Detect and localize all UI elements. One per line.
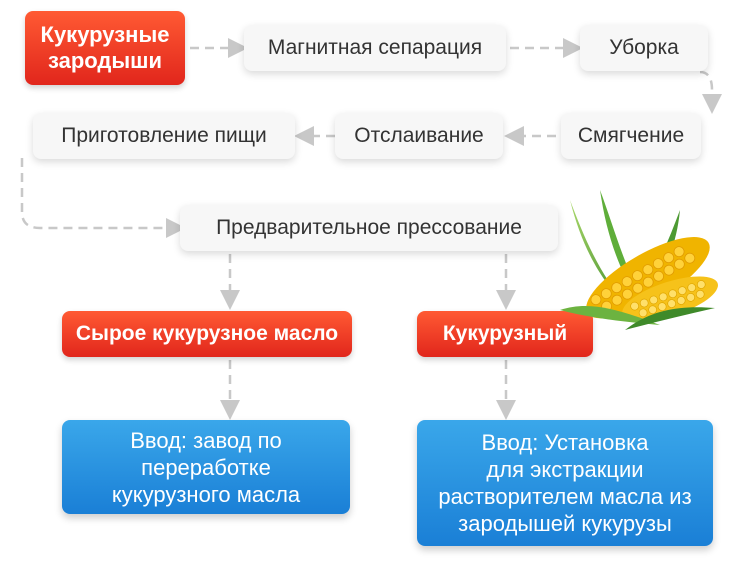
cooking-node: Приготовление пищи — [33, 113, 295, 159]
corn-cob-icon — [560, 190, 718, 330]
crude-oil-node: Сырое кукурузное масло — [62, 311, 352, 357]
prepress-node: Предварительное прессование — [180, 205, 558, 251]
germ-node: Кукурузные зародыши — [25, 11, 185, 85]
arrow-cooking-to-prepress — [20, 158, 186, 238]
harvest-node: Уборка — [580, 25, 708, 71]
refinery-input-node: Ввод: завод по переработке кукурузного м… — [62, 420, 350, 514]
arrow-harvest-to-softening — [699, 70, 722, 114]
extraction-input-node: Ввод: Установка для экстракции растворит… — [417, 420, 713, 546]
flaking-node: Отслаивание — [335, 113, 503, 159]
magnetic-separation-node: Магнитная сепарация — [244, 25, 506, 71]
cake-node: Кукурузный — [417, 311, 593, 357]
softening-node: Смягчение — [561, 113, 701, 159]
